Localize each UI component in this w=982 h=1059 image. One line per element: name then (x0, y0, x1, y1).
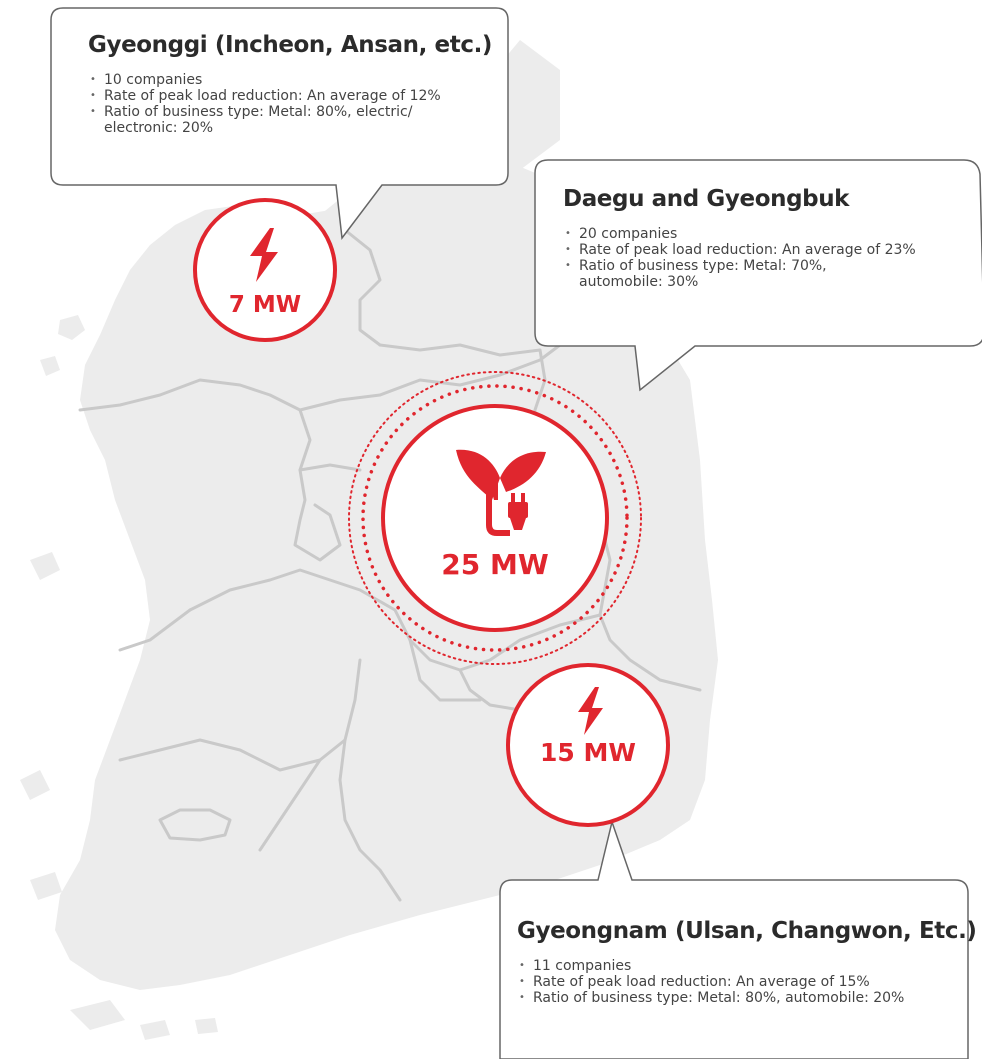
island (195, 1018, 218, 1034)
list-item: Ratio of business type: Metal: 80%, auto… (517, 990, 958, 1006)
island (40, 356, 60, 376)
lightning-bolt-icon (250, 228, 278, 282)
island (70, 1000, 125, 1030)
list-item: Ratio of business type: Metal: 80%, elec… (88, 104, 484, 136)
list-item: Rate of peak load reduction: An average … (517, 974, 963, 990)
island (20, 770, 50, 800)
list-item: 11 companies (517, 958, 957, 974)
inner-dotted-ring (361, 384, 629, 652)
gyeonggi-capacity-label: 7 MW (228, 292, 302, 318)
total-capacity-circle (381, 404, 609, 632)
gyeonggi-info: Gyeonggi (Incheon, Ansan, etc.) 10 compa… (88, 32, 493, 136)
region-title: Gyeongnam (Ulsan, Changwon, Etc.) (517, 918, 977, 944)
outer-dotted-ring (348, 371, 642, 665)
list-item: 10 companies (88, 72, 493, 88)
gyeongnam-info: Gyeongnam (Ulsan, Changwon, Etc.) 11 com… (517, 918, 977, 1006)
list-item: Rate of peak load reduction: An average … (563, 242, 949, 258)
plant-plug-icon (456, 449, 546, 536)
gyeongnam-capacity-circle (506, 663, 670, 827)
island (140, 1020, 170, 1040)
gyeonggi-capacity-circle (193, 198, 337, 342)
list-item: 20 companies (563, 226, 963, 242)
region-title: Gyeonggi (Incheon, Ansan, etc.) (88, 32, 493, 58)
region-details: 10 companies Rate of peak load reduction… (88, 72, 493, 136)
lightning-bolt-icon (578, 687, 603, 735)
list-item: Ratio of business type: Metal: 70%, auto… (563, 258, 899, 290)
island (30, 872, 62, 900)
total-capacity-label: 25 MW (441, 548, 549, 581)
region-details: 20 companies Rate of peak load reduction… (563, 226, 963, 290)
region-title: Daegu and Gyeongbuk (563, 186, 850, 212)
gyeongnam-capacity-label: 15 MW (540, 738, 636, 767)
island (30, 552, 60, 580)
island (58, 315, 85, 340)
daegu-info: Daegu and Gyeongbuk 20 companies Rate of… (563, 186, 963, 290)
list-item: Rate of peak load reduction: An average … (88, 88, 474, 104)
region-details: 11 companies Rate of peak load reduction… (517, 958, 957, 1006)
